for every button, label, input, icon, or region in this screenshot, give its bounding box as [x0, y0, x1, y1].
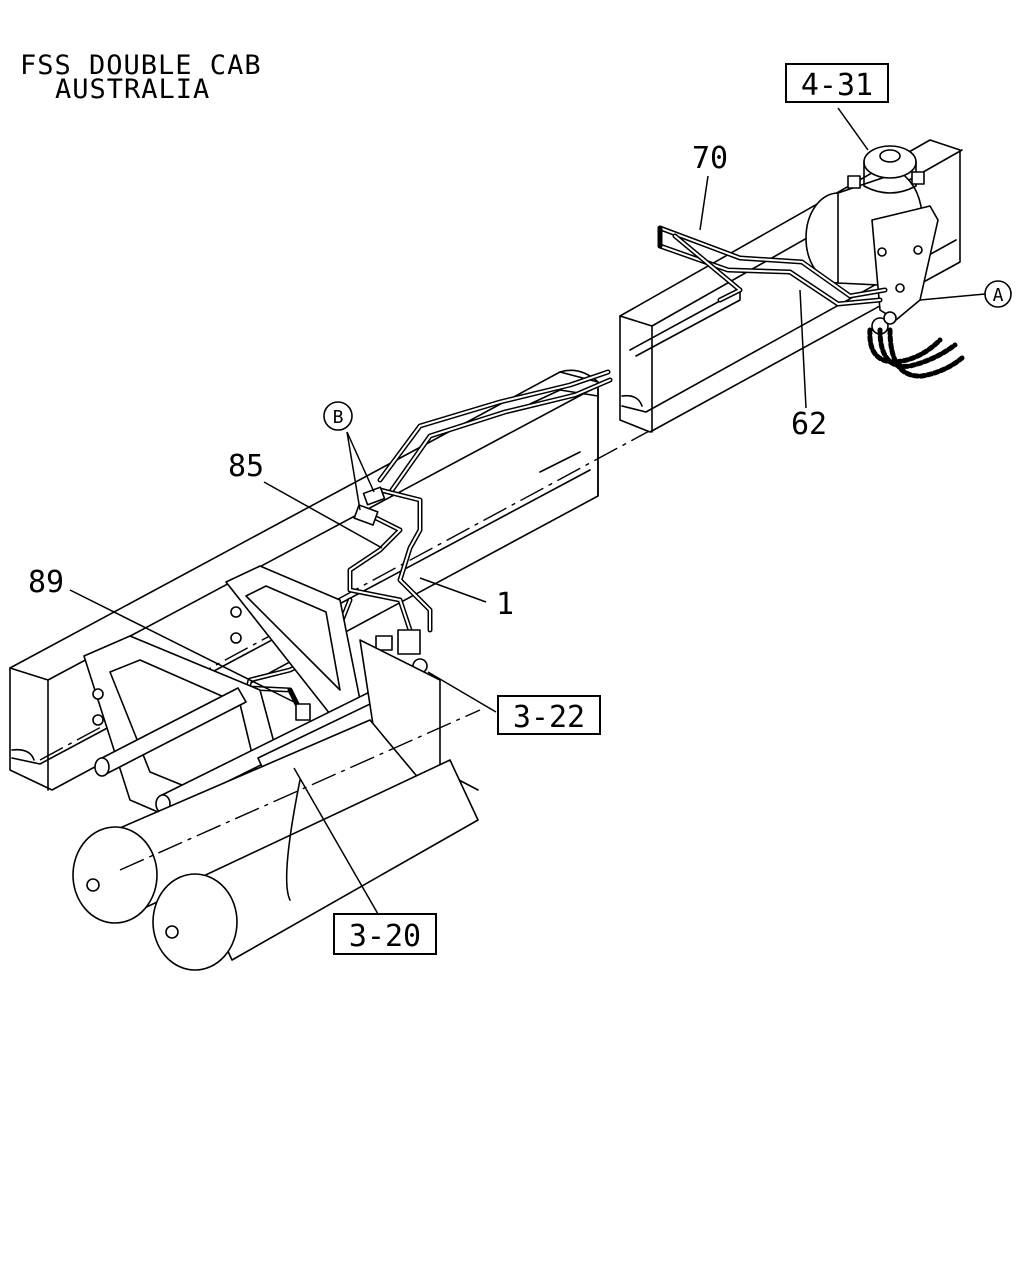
ref-box-3-20[interactable]: 3-20 [333, 913, 437, 955]
ref-box-4-31[interactable]: 4-31 [785, 63, 889, 103]
circled-letter-a: A [993, 285, 1004, 306]
pipe-70 [657, 225, 888, 307]
air-tank-front [72, 719, 421, 924]
callout-85: 85 [228, 449, 264, 484]
diagram-title: FSS DOUBLE CAB AUSTRALIA [20, 50, 262, 105]
title-line-1: FSS DOUBLE CAB [20, 50, 262, 81]
circled-letter-b: B [333, 407, 344, 428]
brake-hoses [867, 327, 965, 379]
pipe-fittings [295, 486, 428, 721]
ref-label-4-31: 4-31 [801, 68, 873, 103]
leader-lines [69, 107, 986, 915]
callout-70: 70 [692, 141, 728, 176]
callout-1: 1 [496, 587, 514, 622]
callout-62: 62 [791, 407, 827, 442]
brake-valve-assembly [805, 145, 939, 335]
tank-center-line [119, 709, 481, 871]
circled-label-a: A [984, 280, 1012, 308]
ref-label-3-20: 3-20 [349, 919, 421, 954]
callout-89: 89 [28, 565, 64, 600]
ref-label-3-22: 3-22 [513, 700, 585, 735]
callout-numbers: 70 62 85 89 1 [28, 141, 827, 622]
circled-label-b: B [323, 401, 353, 431]
air-tank-rear [152, 759, 479, 971]
ref-box-3-22[interactable]: 3-22 [497, 695, 601, 735]
title-line-2: AUSTRALIA [55, 74, 210, 105]
